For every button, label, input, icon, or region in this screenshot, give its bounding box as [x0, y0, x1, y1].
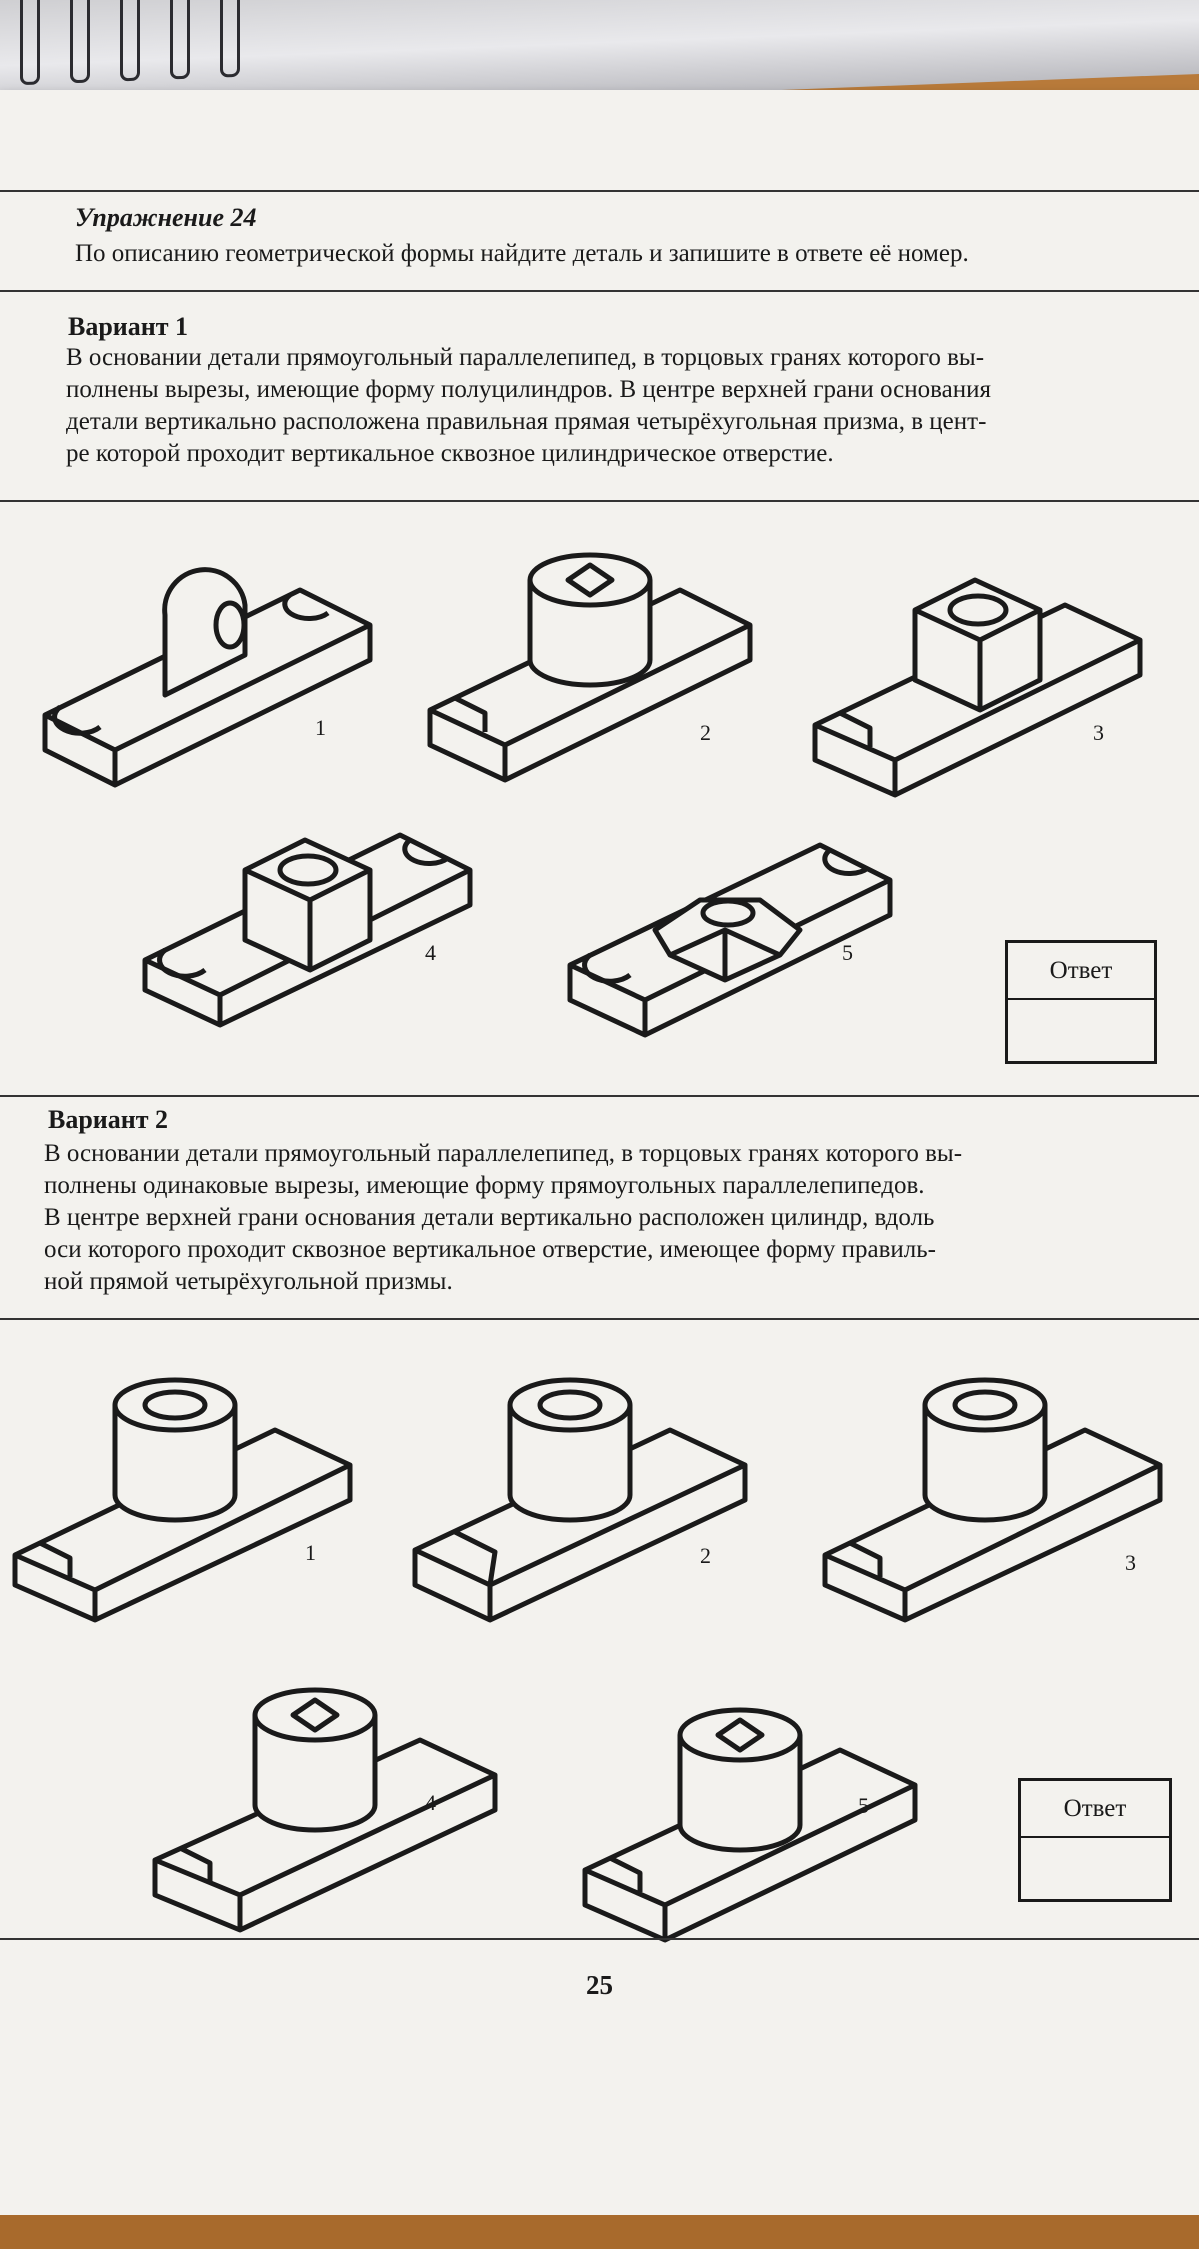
binder-ring	[120, 0, 140, 82]
section-rule	[0, 500, 1199, 502]
part-drawing	[42, 567, 373, 788]
answer-box[interactable]: Ответ	[1018, 1778, 1172, 1902]
part-drawing	[427, 552, 753, 783]
part-number: 4	[425, 940, 436, 965]
variant1-text: В основании детали прямоугольный паралле…	[66, 344, 991, 467]
textbook-page: Упражнение 24 По описанию геометрической…	[0, 90, 1199, 2240]
part-number: 2	[700, 720, 711, 745]
answer-box[interactable]: Ответ	[1005, 940, 1157, 1064]
binder-ring	[220, 0, 240, 78]
section-rule	[0, 1095, 1199, 1097]
part-drawing	[582, 1707, 918, 1943]
part-drawing	[822, 1377, 1163, 1623]
bottom-rule	[0, 1938, 1199, 1940]
part-number: 4	[425, 1790, 436, 1815]
binder-ring	[170, 0, 190, 80]
variant2-text: В основании детали прямоугольный паралле…	[44, 1140, 963, 1295]
part-number: 3	[1125, 1550, 1136, 1575]
part-number: 5	[858, 1793, 869, 1818]
part-number: 1	[305, 1540, 316, 1565]
part-number: 5	[842, 940, 853, 965]
answer-field[interactable]	[1021, 1838, 1169, 1898]
section-rule	[0, 290, 1199, 292]
part-number: 2	[700, 1543, 711, 1568]
page-number: 25	[586, 1970, 613, 2000]
answer-field[interactable]	[1008, 1000, 1154, 1060]
top-rule	[0, 190, 1199, 192]
binder-ring	[70, 0, 90, 84]
variant1-title: Вариант 1	[68, 312, 189, 341]
section-rule	[0, 1318, 1199, 1320]
part-number: 1	[315, 715, 326, 740]
binder-ring	[20, 0, 40, 86]
answer-label: Ответ	[1021, 1781, 1169, 1838]
part-drawing	[412, 1377, 748, 1623]
part-drawing	[812, 577, 1143, 798]
part-drawing	[567, 842, 893, 1038]
part-drawing	[142, 832, 473, 1028]
part-drawing	[12, 1377, 353, 1623]
variant2-drawings	[0, 1330, 1199, 1970]
part-number: 3	[1093, 720, 1104, 745]
exercise-title: Упражнение 24	[75, 203, 257, 232]
part-drawing	[152, 1687, 498, 1933]
answer-label: Ответ	[1008, 943, 1154, 1000]
exercise-description: По описанию геометрической формы найдите…	[75, 240, 969, 267]
variant2-title: Вариант 2	[48, 1105, 169, 1134]
desk-surface	[0, 2215, 1199, 2249]
variant1-drawings	[0, 510, 1199, 1160]
